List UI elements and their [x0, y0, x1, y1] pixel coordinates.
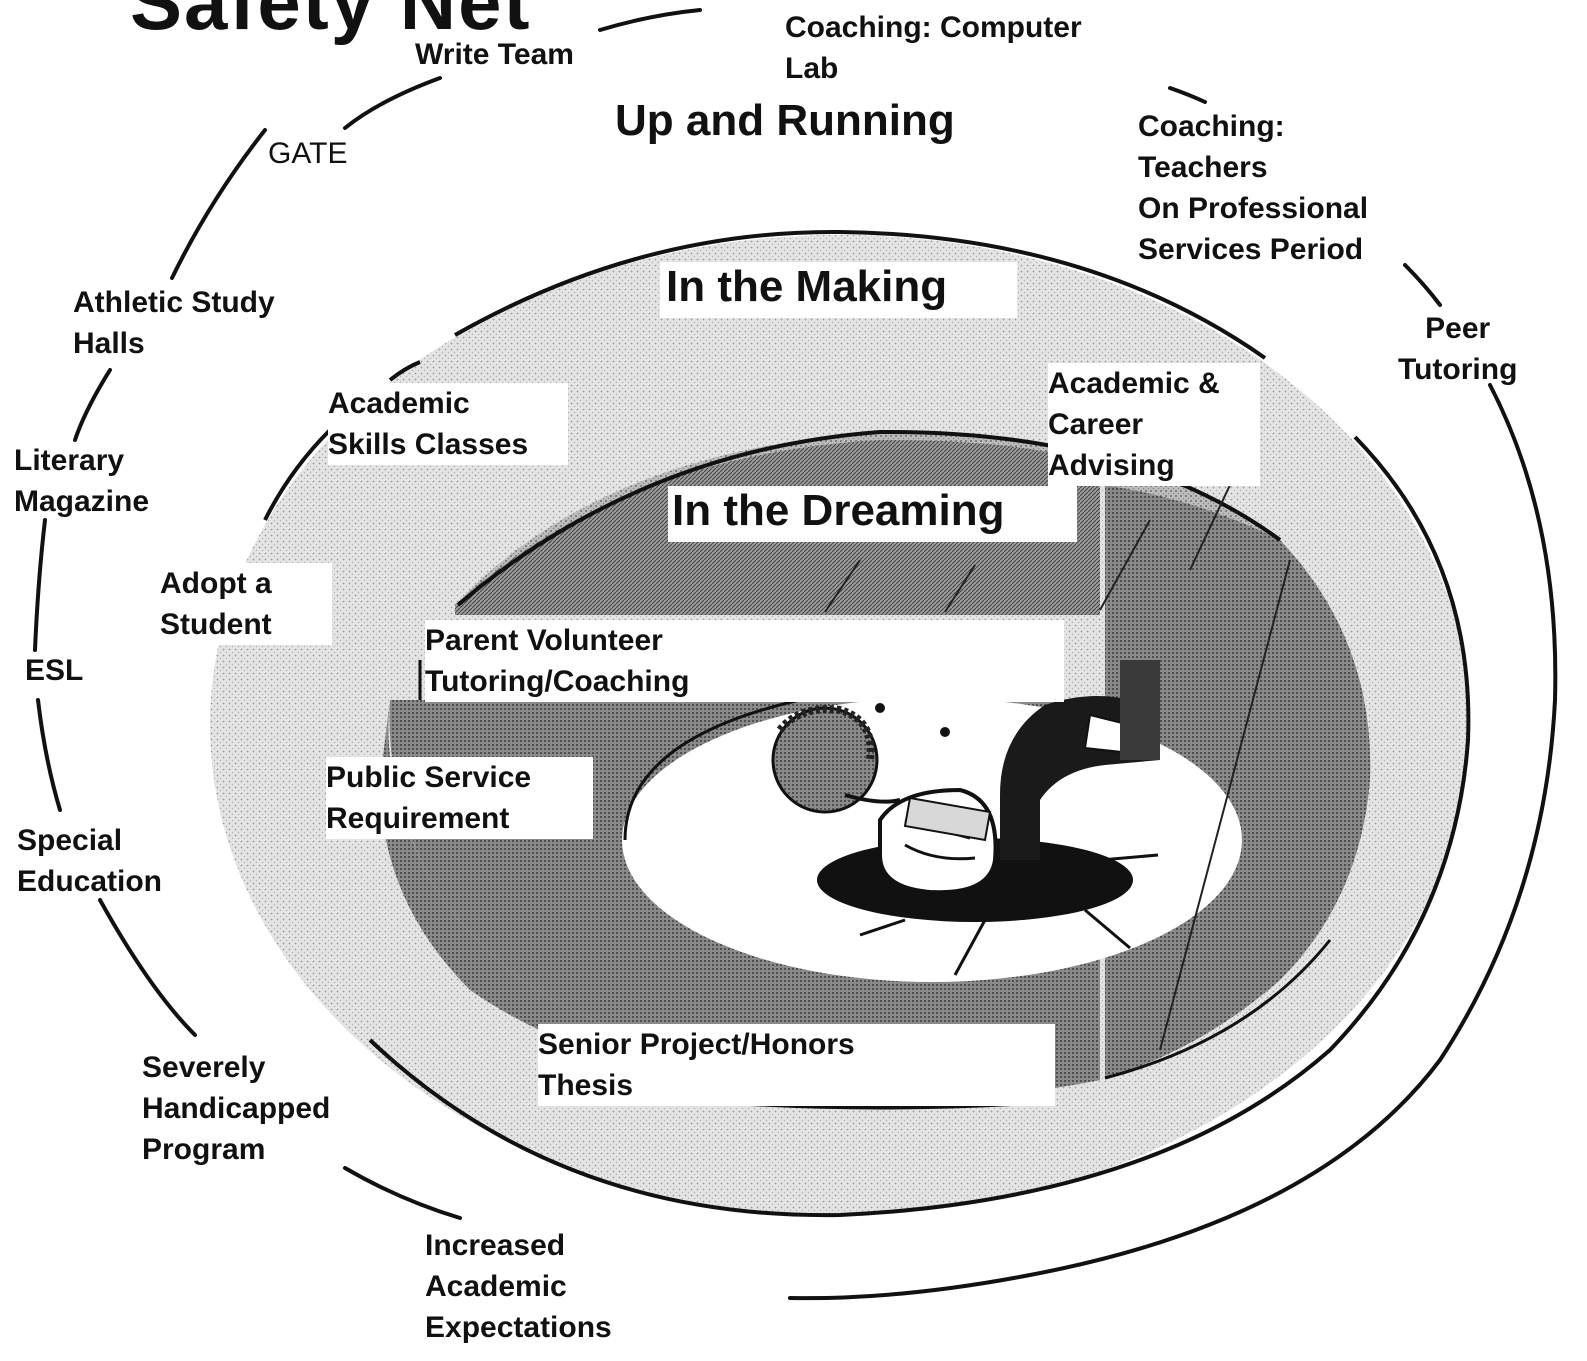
- label-adopt-a-student: Adopt a Student: [160, 563, 332, 645]
- label-academic-career-advising: Academic & Career Advising: [1048, 363, 1260, 486]
- label-severely-handicapped-program: Severely Handicapped Program: [142, 1047, 330, 1170]
- label-line: Tutoring/Coaching: [425, 665, 690, 698]
- label-line: Requirement: [326, 802, 510, 835]
- label-line: Thesis: [538, 1069, 634, 1102]
- label-public-service-requirement: Public Service Requirement: [326, 757, 594, 839]
- label-line: Increased: [425, 1229, 566, 1262]
- page-title: Safety Net: [130, 0, 532, 46]
- label-athletic-study-halls: Athletic Study Halls: [73, 282, 275, 364]
- label-gate: GATE: [268, 137, 348, 170]
- label-line: Special: [17, 824, 123, 857]
- label-line: Program: [142, 1133, 266, 1166]
- label-line: Services Period: [1138, 233, 1364, 266]
- label-literary-magazine: Literary Magazine: [14, 440, 149, 522]
- label-esl: ESL: [25, 654, 84, 687]
- label-line: Athletic Study: [73, 286, 275, 319]
- label-line: Academic: [425, 1270, 567, 1303]
- label-special-education: Special Education: [17, 820, 162, 902]
- label-peer-tutoring: Peer Tutoring: [1398, 308, 1517, 390]
- label-line: Academic: [328, 387, 470, 420]
- label-senior-project-honors-thesis: Senior Project/Honors Thesis: [538, 1024, 1055, 1106]
- label-line: Parent Volunteer: [425, 624, 663, 657]
- label-line: Student: [160, 608, 272, 641]
- label-line: Literary: [14, 444, 125, 477]
- label-line: Coaching: Computer: [785, 11, 1082, 44]
- label-line: Peer: [1425, 312, 1491, 345]
- label-line: Magazine: [14, 485, 150, 518]
- label-line: Senior Project/Honors: [538, 1028, 855, 1061]
- outer-ring-outline: [33, 8, 1558, 1301]
- texture-lines: [824, 484, 1291, 1051]
- label-line: Expectations: [425, 1311, 612, 1344]
- label-line: Skills Classes: [328, 428, 529, 461]
- label-line: Academic &: [1048, 367, 1220, 400]
- label-line: Advising: [1048, 449, 1175, 482]
- ring-title-up-and-running: Up and Running: [615, 96, 955, 145]
- label-line: Tutoring: [1398, 353, 1518, 386]
- label-line: Public Service: [326, 761, 532, 794]
- student-reading-on-floor-icon: [771, 660, 1160, 976]
- label-write-team: Write Team: [415, 38, 574, 71]
- label-coaching-teachers: Coaching: Teachers On Professional Servi…: [1138, 106, 1368, 270]
- label-line: Handicapped: [142, 1092, 331, 1125]
- label-academic-skills-classes: Academic Skills Classes: [328, 383, 569, 465]
- label-line: Lab: [785, 52, 839, 85]
- label-line: Coaching:: [1138, 110, 1285, 143]
- label-parent-volunteer-tutoring: Parent Volunteer Tutoring/Coaching: [425, 620, 1065, 702]
- ring-title-in-the-making: In the Making: [660, 262, 1018, 318]
- label-line: Teachers: [1138, 151, 1268, 184]
- label-line: Adopt a: [160, 567, 272, 600]
- label-line: Education: [17, 865, 163, 898]
- label-line: Severely: [142, 1051, 266, 1084]
- label-increased-academic-expectations: Increased Academic Expectations: [425, 1225, 612, 1348]
- label-line: Halls: [73, 327, 145, 360]
- label-line: Career: [1048, 408, 1144, 441]
- label-line: On Professional: [1138, 192, 1369, 225]
- ring-title-in-the-dreaming: In the Dreaming: [668, 486, 1077, 542]
- label-coaching-computer-lab: Coaching: Computer Lab: [785, 7, 1082, 89]
